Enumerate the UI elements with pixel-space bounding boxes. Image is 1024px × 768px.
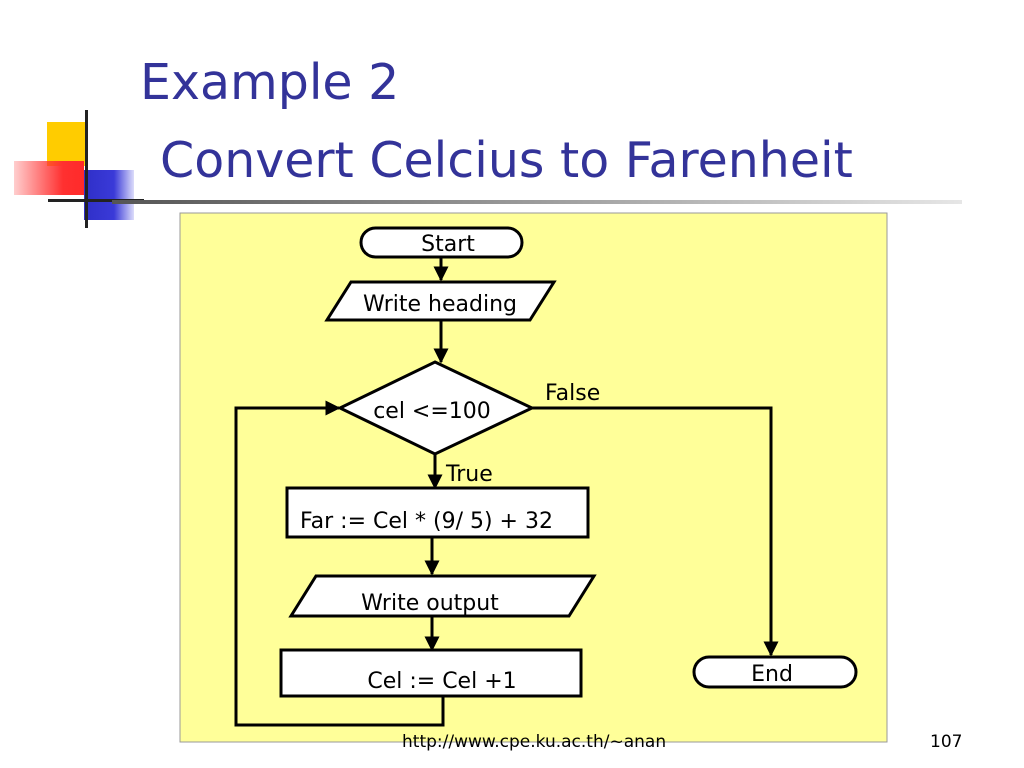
slide-page-number: 107	[930, 732, 963, 752]
condition-decision	[336, 360, 536, 456]
increment-process	[279, 648, 583, 698]
write-output-label: Write output	[361, 591, 499, 616]
compute-label: Far := Cel * (9/ 5) + 32	[300, 509, 553, 534]
start-label: Start	[421, 232, 475, 257]
footer-url: http://www.cpe.ku.ac.th/~anan	[402, 732, 667, 752]
false-branch-label: False	[545, 381, 600, 406]
deco-yellow-square	[47, 122, 85, 166]
slide-title-line2: Convert Celcius to Farenheit	[160, 132, 853, 189]
condition-label: cel <=100	[373, 399, 491, 424]
deco-blue-square	[84, 170, 134, 220]
deco-vertical-line	[85, 110, 88, 228]
title-underline	[112, 200, 962, 204]
slide-title-line1: Example 2	[140, 54, 400, 111]
write-heading-label: Write heading	[363, 292, 517, 317]
increment-label: Cel := Cel +1	[367, 669, 516, 694]
end-terminator	[692, 655, 858, 689]
write-heading-io	[324, 280, 557, 322]
arrow-false-to-end	[532, 406, 779, 657]
write-output-io	[288, 574, 597, 618]
arrow-loop-back	[234, 400, 445, 727]
end-label: End	[751, 662, 793, 687]
start-terminator	[359, 226, 524, 259]
deco-horizontal-line	[48, 199, 144, 202]
deco-red-bar	[14, 161, 84, 195]
true-branch-label: True	[445, 462, 493, 487]
compute-process	[285, 486, 590, 539]
